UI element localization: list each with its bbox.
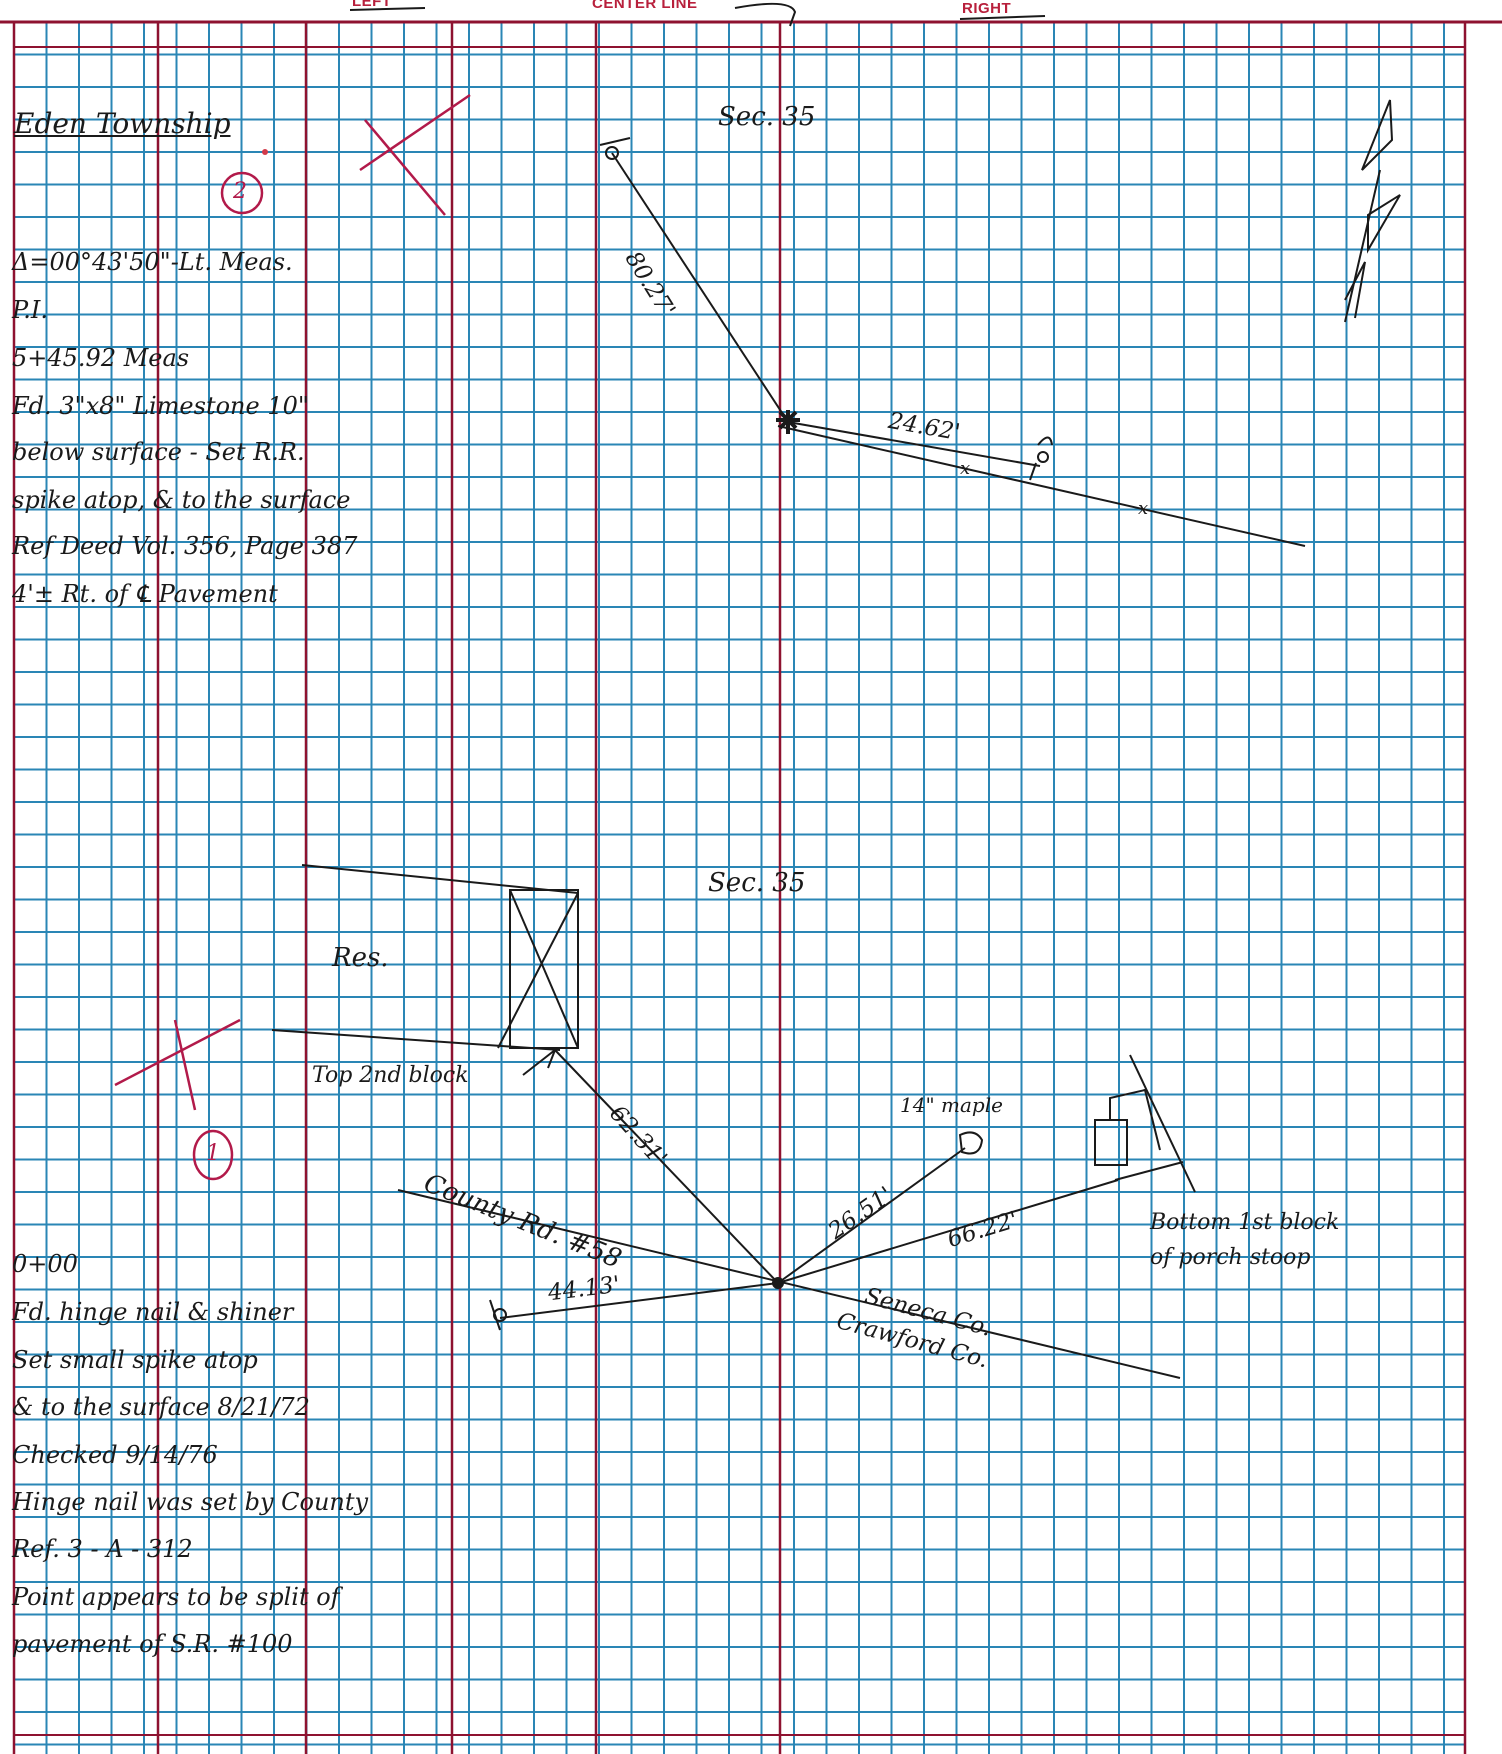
header-underline-right [959, 15, 1046, 20]
bottom-note-line: pavement of S.R. #100 [12, 1630, 293, 1658]
bottom-note-line: Checked 9/14/76 [12, 1441, 218, 1469]
header-right-label: RIGHT [962, 0, 1012, 17]
grid-lines [13, 21, 1465, 1754]
top-note-line: below surface - Set R.R. [12, 438, 305, 466]
top-sketch [599, 99, 1401, 547]
top-note-line: P.I. [12, 296, 49, 324]
top-note-line: Ref Deed Vol. 356, Page 387 [12, 532, 358, 560]
circle-number-2-text: 2 [233, 179, 247, 204]
top-note-line: Δ=00°43'50"-Lt. Meas. [12, 248, 293, 276]
red-x-mark-bottom [114, 1018, 241, 1111]
top-note-line: 4'± Rt. of ℄ Pavement [12, 580, 278, 608]
top-note-line: 5+45.92 Meas [12, 344, 190, 372]
header-left-label: LEFT [352, 0, 392, 10]
top-note-line: spike atop, & to the surface [12, 486, 351, 514]
bottom-section-label: Sec. 35 [708, 868, 806, 898]
bottom-note-line: Ref. 3 - A - 312 [12, 1535, 193, 1563]
residence-label: Res. [332, 943, 389, 973]
circled-number-1 [192, 1129, 234, 1181]
bottom-sketch [271, 864, 1196, 1379]
bottom-note-line: 0+00 [12, 1250, 78, 1278]
header-center-label: CENTER LINE [592, 0, 698, 12]
red-x-mark-top [359, 93, 471, 216]
bottom-note-line: Fd. hinge nail & shiner [12, 1298, 294, 1326]
porch-label-line1: Bottom 1st block [1150, 1210, 1340, 1235]
circle-number-1-text: 1 [206, 1141, 220, 1166]
bottom-note-line: Point appears to be split of [12, 1583, 340, 1611]
bottom-note-line: Hinge nail was set by County [12, 1488, 369, 1516]
fence-mark-1: x [960, 458, 971, 479]
centerline-pointer [734, 2, 797, 27]
township-title: Eden Township [14, 107, 231, 140]
porch-label-line2: of porch stoop [1150, 1245, 1311, 1270]
tree-label: 14" maple [900, 1093, 1003, 1117]
bottom-note-line: Set small spike atop [12, 1346, 258, 1374]
block-reference-label: Top 2nd block [312, 1063, 469, 1088]
top-section-label: Sec. 35 [718, 102, 816, 132]
top-note-line: Fd. 3"x8" Limestone 10" [12, 392, 309, 420]
red-column-rules [0, 20, 1502, 1754]
fence-mark-2: x [1138, 498, 1149, 519]
bottom-note-line: & to the surface 8/21/72 [12, 1393, 310, 1421]
circled-number-2 [220, 149, 268, 215]
header-underline-left [349, 7, 426, 11]
